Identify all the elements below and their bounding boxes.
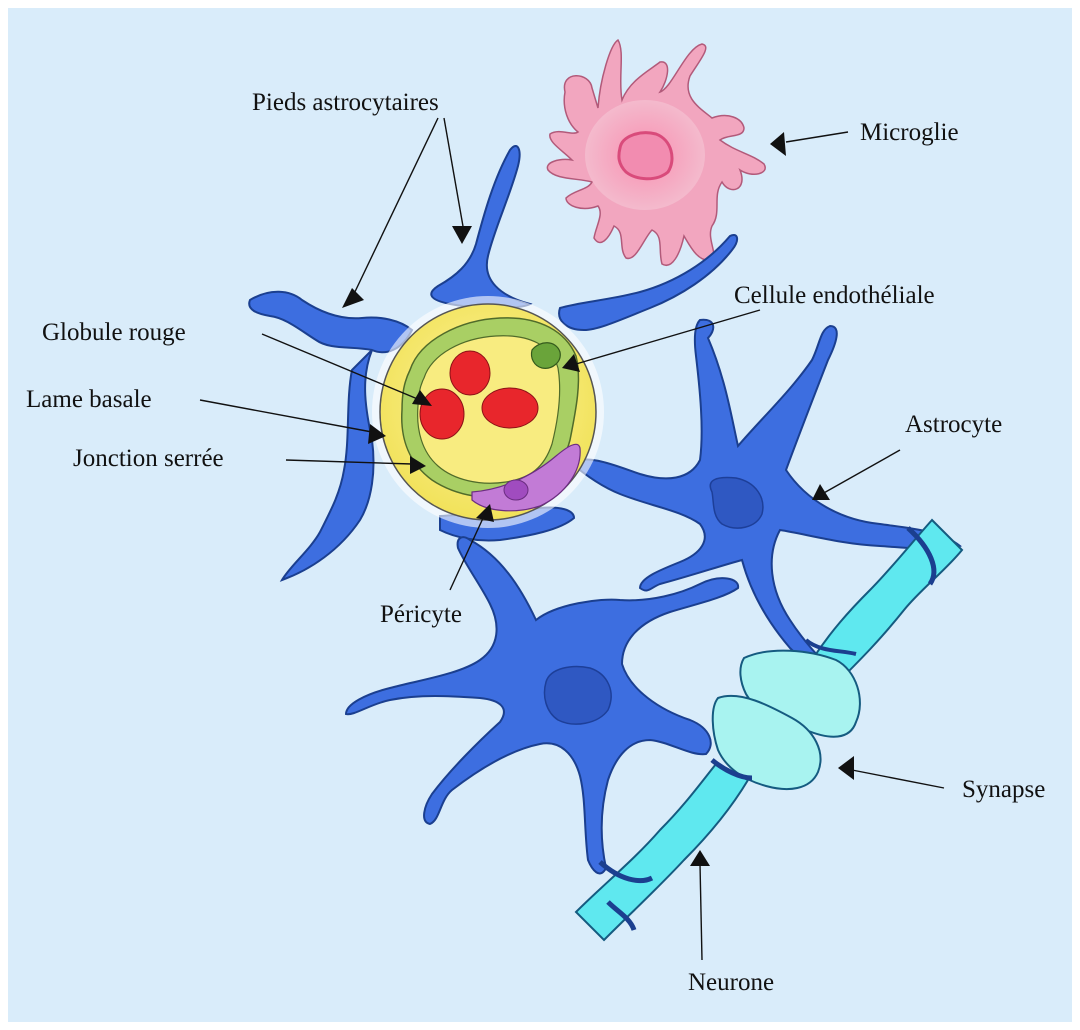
label-neurone: Neurone <box>688 969 774 996</box>
label-jonction-serree: Jonction serrée <box>73 445 224 472</box>
label-synapse: Synapse <box>962 776 1045 803</box>
label-astrocyte: Astrocyte <box>905 411 1002 438</box>
blood-vessel <box>372 296 604 528</box>
label-pieds-astrocytaires: Pieds astrocytaires <box>252 89 439 116</box>
label-lame-basale: Lame basale <box>26 386 152 413</box>
label-microglie: Microglie <box>860 119 959 146</box>
label-cellule-endotheliale: Cellule endothéliale <box>734 282 935 309</box>
diagram-canvas: Pieds astrocytaires Microglie Cellule en… <box>8 8 1072 1022</box>
microglia-cell <box>547 40 765 265</box>
label-pericyte: Péricyte <box>380 601 462 628</box>
label-globule-rouge: Globule rouge <box>42 319 186 346</box>
blood-brain-barrier-diagram: Pieds astrocytaires Microglie Cellule en… <box>8 8 1072 1022</box>
